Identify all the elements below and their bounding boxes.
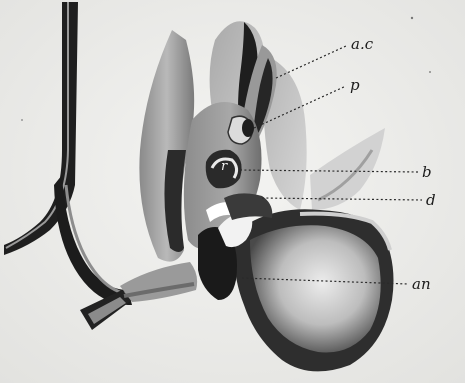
label-ac: a.c	[351, 35, 374, 53]
paper-speck	[411, 17, 413, 19]
label-r: r	[221, 159, 228, 174]
label-an: an	[412, 275, 431, 293]
paper-speck	[429, 71, 431, 73]
label-b: b	[422, 163, 432, 181]
label-d: d	[426, 191, 436, 209]
label-p: p	[350, 76, 360, 94]
pollinium-dark-spot	[242, 119, 254, 137]
paper-speck	[21, 119, 23, 121]
